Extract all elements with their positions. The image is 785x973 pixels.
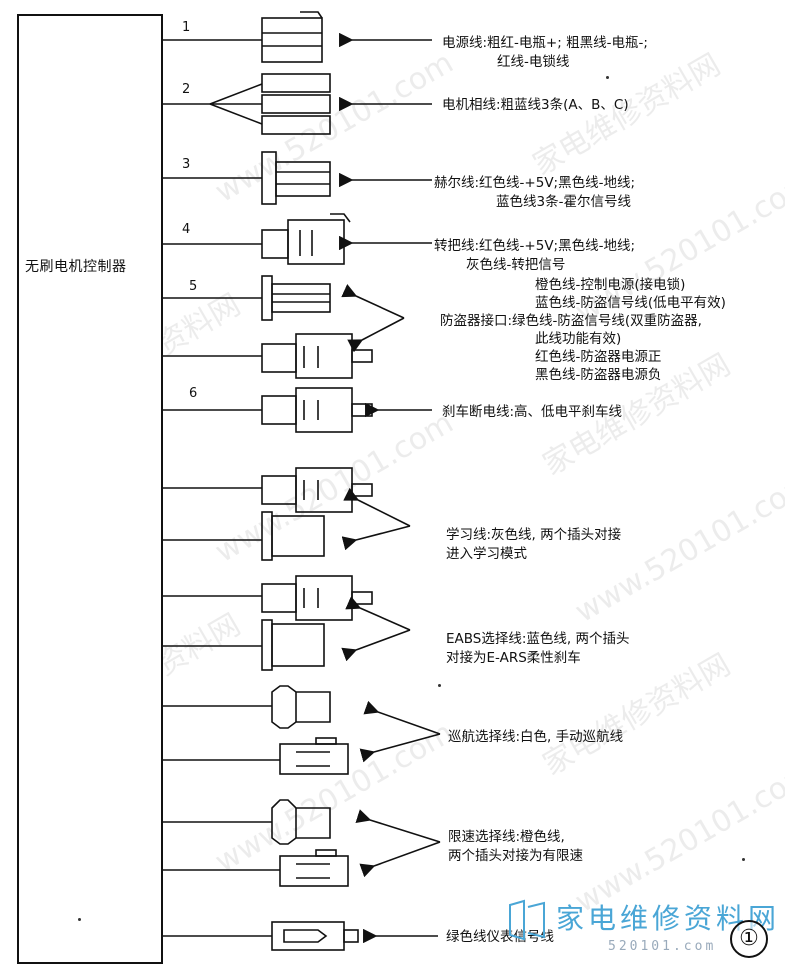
description-hall: 赫尔线:红色线-+5V;黑色线-地线; 蓝色线3条-霍尔信号线: [434, 174, 635, 212]
arrow: [345, 596, 411, 631]
stray-dot: [78, 918, 81, 921]
description-line: 学习线:灰色线, 两个插头对接: [446, 527, 622, 543]
logo-mark-icon: [509, 899, 545, 941]
connector-plug: [261, 115, 331, 135]
arrow: [341, 525, 411, 551]
connector-plug: [261, 511, 273, 561]
description-motor-phase: 电机相线:粗蓝线3条(A、B、C): [442, 96, 629, 115]
arrow: [341, 629, 411, 662]
connector-pin: [315, 849, 337, 857]
connector-plug: [271, 515, 325, 557]
group-number: 6: [189, 386, 198, 401]
group-number: 3: [182, 157, 191, 172]
connector-pin: [343, 929, 359, 943]
connector-plug: [271, 623, 325, 667]
group-number: 4: [182, 222, 191, 237]
figure-number: ①: [730, 920, 768, 958]
arrow: [359, 841, 441, 878]
description-line: 红色线-防盗器电源正: [535, 349, 662, 365]
wire: [209, 83, 263, 105]
connector-plug: [271, 921, 345, 951]
description-line: 蓝色线3条-霍尔信号线: [496, 194, 631, 210]
description-line: 绿色线仪表信号线: [446, 929, 554, 945]
description-line: 蓝色线-防盗信号线(低电平有效): [535, 295, 726, 311]
description-line: 此线功能有效): [535, 331, 622, 347]
connector-plug: [261, 395, 297, 425]
description-line: 赫尔线:红色线-+5V;黑色线-地线;: [434, 175, 636, 191]
arrow: [359, 733, 441, 763]
description-line: 两个插头对接为有限速: [448, 848, 583, 864]
connector-plug: [261, 343, 297, 373]
connector-pin: [351, 591, 373, 605]
description-eabs: EABS选择线:蓝色线, 两个插头 对接为E-ARS柔性刹车: [446, 630, 630, 668]
description-line: 灰色线-转把信号: [466, 257, 566, 273]
description-cruise: 巡航选择线:白色, 手动巡航线: [448, 728, 623, 747]
logo-url: 520101.com: [608, 939, 717, 954]
connector-plug: [261, 619, 273, 671]
description-line: 橙色线-控制电源(接电锁): [535, 277, 686, 293]
description-learn: 学习线:灰色线, 两个插头对接 进入学习模式: [446, 526, 621, 564]
connector-plug: [261, 229, 289, 259]
connector-latch: [330, 213, 351, 223]
arrow: [363, 700, 441, 735]
controller-label: 无刷电机控制器: [25, 259, 127, 275]
connector-plug: [261, 94, 331, 114]
group-number: 2: [182, 82, 191, 97]
arrow: [341, 284, 405, 319]
connector-plug: [271, 283, 331, 313]
connector-plug: [261, 475, 297, 505]
connector-plug: [275, 161, 331, 197]
description-line: 电源线:粗红-电瓶+; 粗黑线-电瓶-;: [442, 35, 648, 51]
controller-box: 无刷电机控制器: [17, 14, 163, 964]
arrow: [347, 317, 405, 353]
connector-inner: [283, 929, 328, 943]
description-meter: 绿色线仪表信号线: [446, 928, 554, 947]
description-line: 电机相线:粗蓝线3条(A、B、C): [442, 97, 629, 113]
connector-pin: [315, 737, 337, 745]
arrow: [355, 809, 441, 843]
connector-plug: [279, 743, 349, 775]
connector-plug: [279, 855, 349, 887]
stray-dot: [438, 684, 441, 687]
description-line: 转把线:红色线-+5V;黑色线-地线;: [434, 238, 636, 254]
description-brake: 刹车断电线:高、低电平刹车线: [442, 403, 622, 422]
connector-plug: [287, 219, 345, 265]
description-line: 黑色线-防盗器电源负: [535, 367, 662, 383]
description-line: 红线-电锁线: [497, 54, 570, 70]
connector-pin: [351, 403, 373, 417]
description-line: EABS选择线:蓝色线, 两个插头: [446, 631, 630, 647]
connector-plug: [271, 799, 331, 845]
description-anti-theft: 橙色线-控制电源(接电锁) 蓝色线-防盗信号线(低电平有效) 防盗器接口:绿色线…: [440, 276, 726, 384]
description-line: 限速选择线:橙色线,: [448, 829, 565, 845]
connector-plug: [271, 685, 331, 729]
description-power: 电源线:粗红-电瓶+; 粗黑线-电瓶-; 红线-电锁线: [442, 34, 648, 72]
stray-dot: [606, 76, 609, 79]
connector-plug: [261, 151, 277, 205]
description-speed-limit: 限速选择线:橙色线, 两个插头对接为有限速: [448, 828, 583, 866]
connector-pin: [351, 349, 373, 363]
description-line: 巡航选择线:白色, 手动巡航线: [448, 729, 624, 745]
connector-plug: [261, 17, 323, 63]
description-throttle: 转把线:红色线-+5V;黑色线-地线; 灰色线-转把信号: [434, 237, 635, 275]
description-line: 对接为E-ARS柔性刹车: [446, 650, 581, 666]
description-line: 刹车断电线:高、低电平刹车线: [442, 404, 623, 420]
connector-pin: [351, 483, 373, 497]
wire: [209, 103, 263, 125]
connector-plug: [261, 583, 297, 613]
description-line: 防盗器接口:绿色线-防盗信号线(双重防盗器,: [440, 313, 702, 329]
connector-latch: [300, 11, 323, 19]
stray-dot: [742, 858, 745, 861]
group-number: 5: [189, 279, 198, 294]
connector-plug: [261, 73, 331, 93]
description-line: 进入学习模式: [446, 546, 527, 562]
group-number: 1: [182, 20, 191, 35]
connector-plug: [261, 275, 273, 321]
arrow: [343, 487, 411, 527]
